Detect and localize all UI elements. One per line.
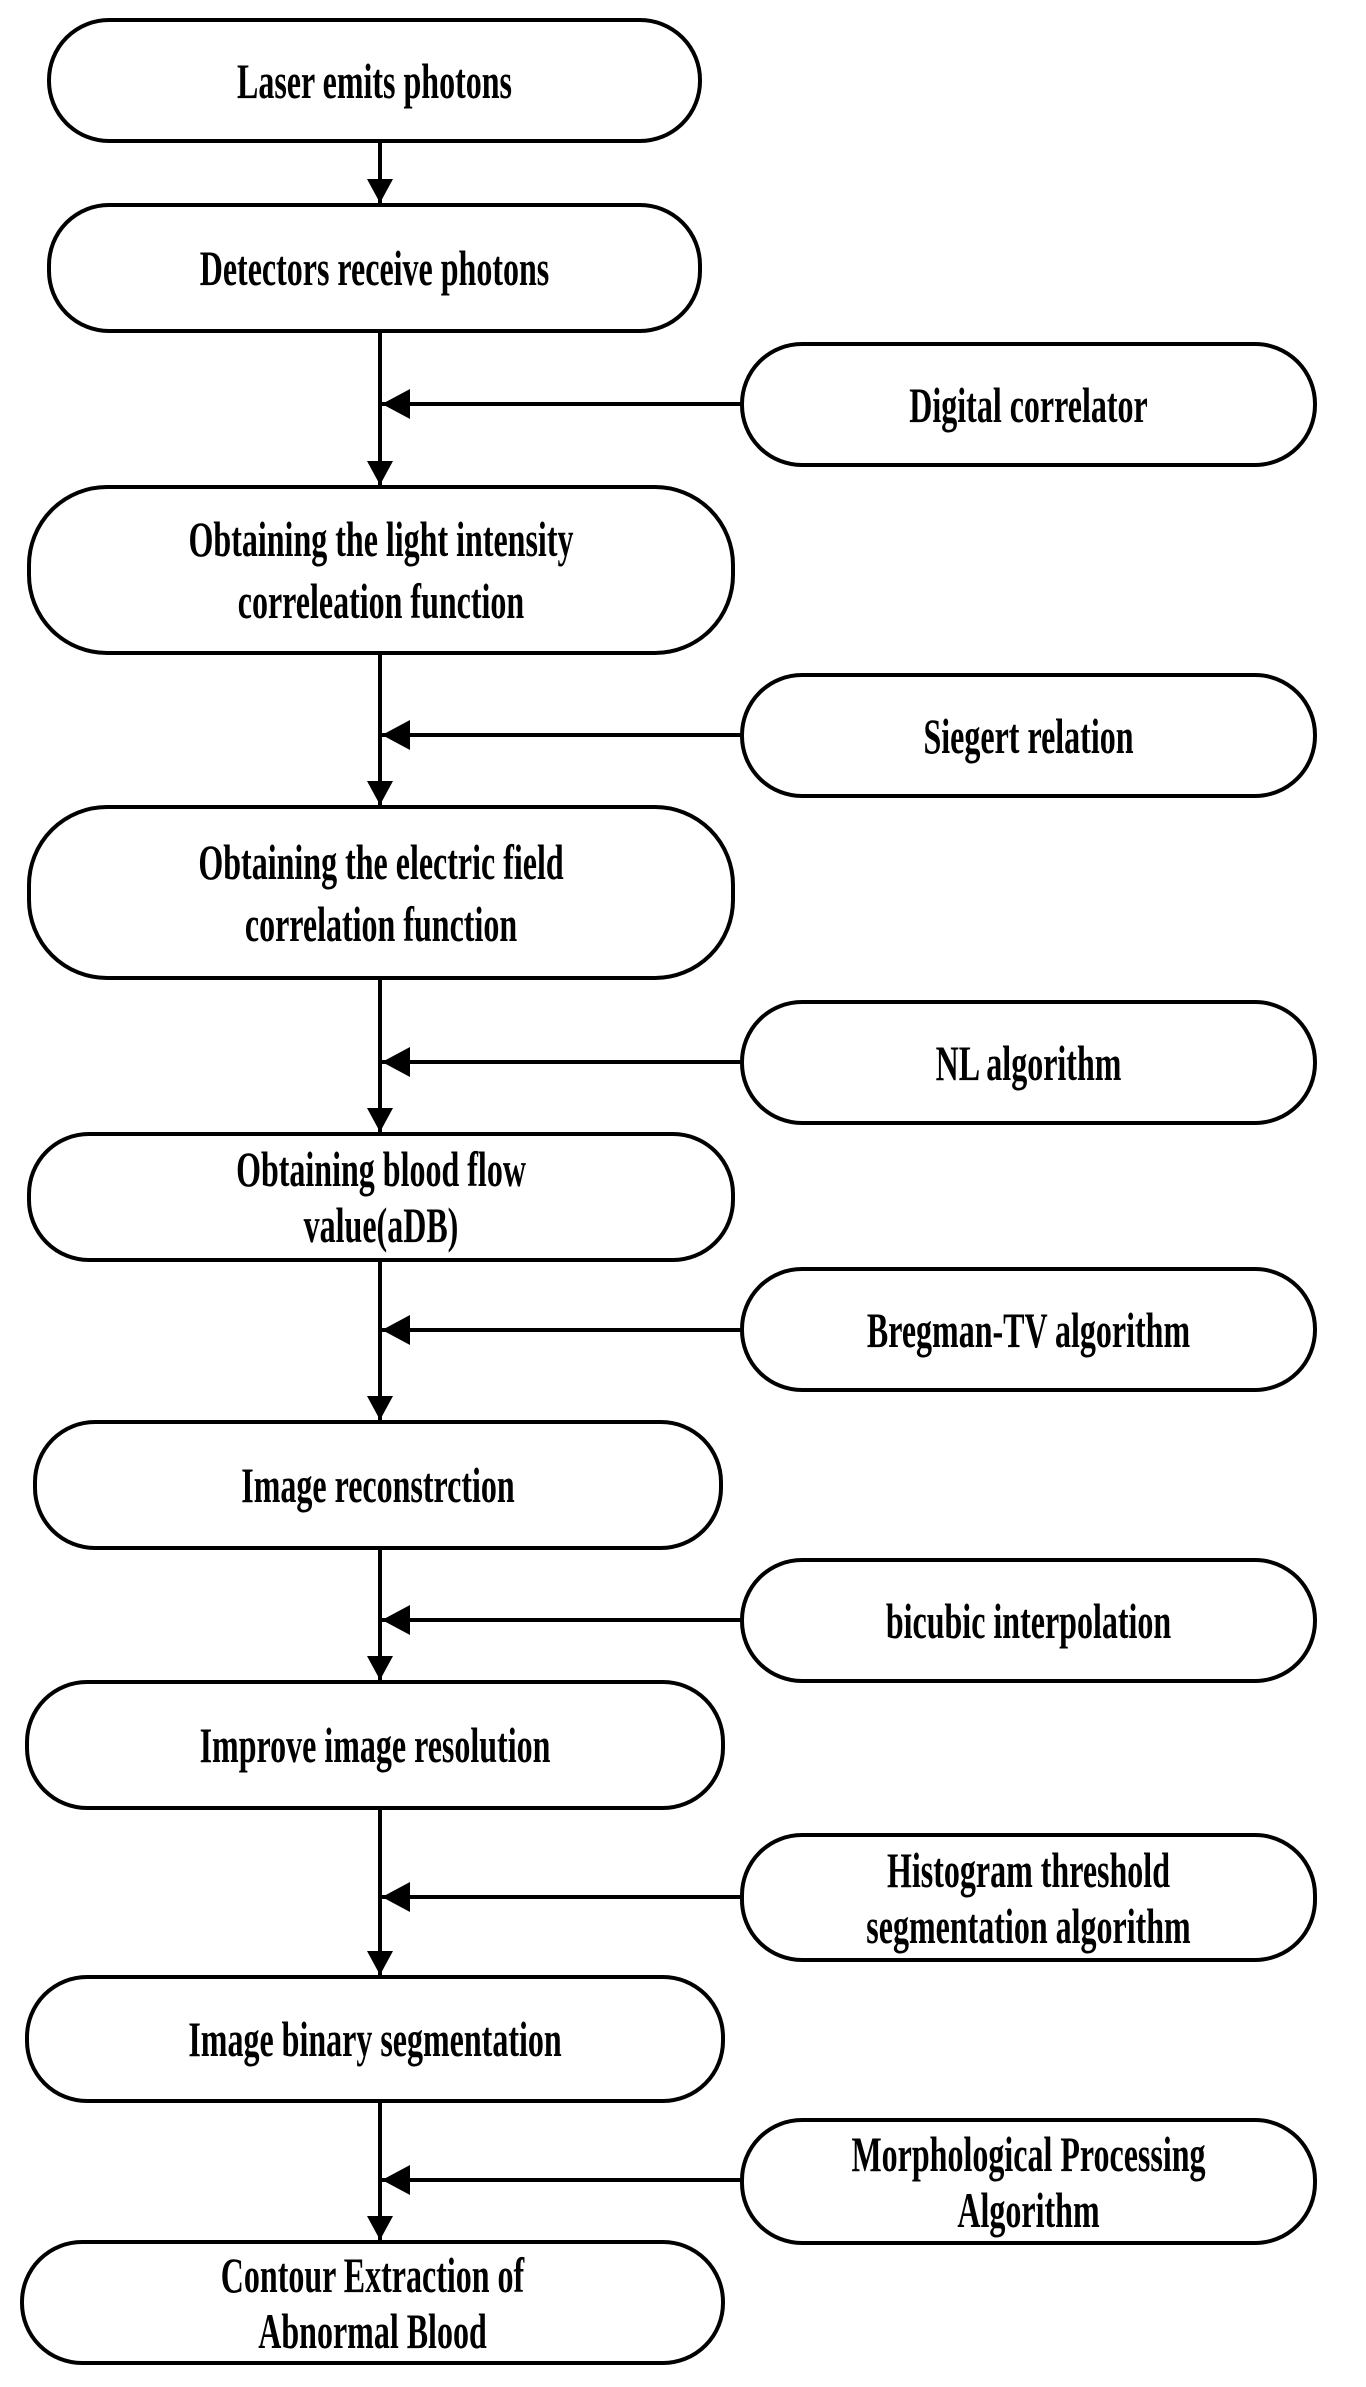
step-improve-image-resolution: Improve image resolution: [25, 1680, 725, 1810]
step-detectors-receive-photons: Detectors receive photons: [47, 203, 702, 333]
step-light-intensity-correlation: Obtaining the light intensity correleati…: [27, 485, 735, 655]
arrowhead-left-bicubic-interpolation-icon: [382, 1605, 410, 1635]
step-contour-extraction: Contour Extraction of Abnormal Blood: [20, 2240, 725, 2365]
connector-line-histogram-threshold: [382, 1895, 745, 1899]
step-label: Image binary segmentation: [188, 2011, 562, 2067]
arrowhead-left-nl-algorithm-icon: [382, 1047, 410, 1077]
input-label: Morphological Processing Algorithm: [851, 2125, 1206, 2238]
step-laser-emits-photons: Laser emits photons: [47, 18, 702, 143]
connector-line-bicubic-interpolation: [382, 1618, 745, 1622]
input-label: Histogram threshold segmentation algorit…: [866, 1841, 1191, 1954]
step-label: Obtaining the light intensity correleati…: [188, 511, 574, 629]
step-label: Image reconstrction: [241, 1457, 515, 1513]
connector-line-siegert-relation: [382, 733, 745, 737]
arrowhead-down-3-icon: [367, 781, 393, 805]
step-image-binary-segmentation: Image binary segmentation: [25, 1975, 725, 2103]
step-electric-field-correlation: Obtaining the electric field correlation…: [27, 805, 735, 980]
input-label: Bregman-TV algorithm: [866, 1301, 1191, 1358]
arrowhead-down-1-icon: [367, 179, 393, 203]
input-morphological-processing: Morphological Processing Algorithm: [740, 2118, 1317, 2245]
input-label: Siegert relation: [923, 707, 1134, 764]
connector-line-digital-correlator: [382, 402, 745, 406]
step-label: Laser emits photons: [237, 52, 512, 109]
step-image-reconstruction: Image reconstrction: [33, 1420, 723, 1550]
input-histogram-threshold: Histogram threshold segmentation algorit…: [740, 1833, 1317, 1962]
arrowhead-left-histogram-threshold-icon: [382, 1882, 410, 1912]
input-bregman-tv-algorithm: Bregman-TV algorithm: [740, 1267, 1317, 1392]
input-label: Digital correlator: [909, 376, 1148, 433]
step-label: Obtaining blood flow value(aDB): [236, 1141, 526, 1253]
step-label: Detectors receive photons: [199, 240, 550, 296]
arrowhead-left-digital-correlator-icon: [382, 389, 410, 419]
arrowhead-down-7-icon: [367, 1951, 393, 1975]
connector-line-nl-algorithm: [382, 1060, 745, 1064]
input-siegert-relation: Siegert relation: [740, 673, 1317, 798]
input-bicubic-interpolation: bicubic interpolation: [740, 1558, 1317, 1683]
arrowhead-left-bregman-tv-icon: [382, 1315, 410, 1345]
arrowhead-down-4-icon: [367, 1108, 393, 1132]
arrowhead-down-6-icon: [367, 1656, 393, 1680]
input-nl-algorithm: NL algorithm: [740, 1000, 1317, 1125]
step-blood-flow-value: Obtaining blood flow value(aDB): [27, 1132, 735, 1262]
arrowhead-down-5-icon: [367, 1396, 393, 1420]
arrowhead-left-siegert-relation-icon: [382, 720, 410, 750]
step-label: Contour Extraction of Abnormal Blood: [220, 2246, 525, 2359]
connector-line-morphological: [382, 2178, 745, 2182]
input-label: bicubic interpolation: [885, 1592, 1172, 1649]
input-label: NL algorithm: [935, 1034, 1122, 1091]
connector-line-bregman-tv: [382, 1328, 745, 1332]
arrowhead-left-morphological-icon: [382, 2165, 410, 2195]
input-digital-correlator: Digital correlator: [740, 342, 1317, 467]
arrowhead-down-2-icon: [367, 461, 393, 485]
step-label: Improve image resolution: [199, 1717, 551, 1773]
step-label: Obtaining the electric field correlation…: [198, 833, 564, 952]
arrowhead-down-8-icon: [367, 2216, 393, 2240]
